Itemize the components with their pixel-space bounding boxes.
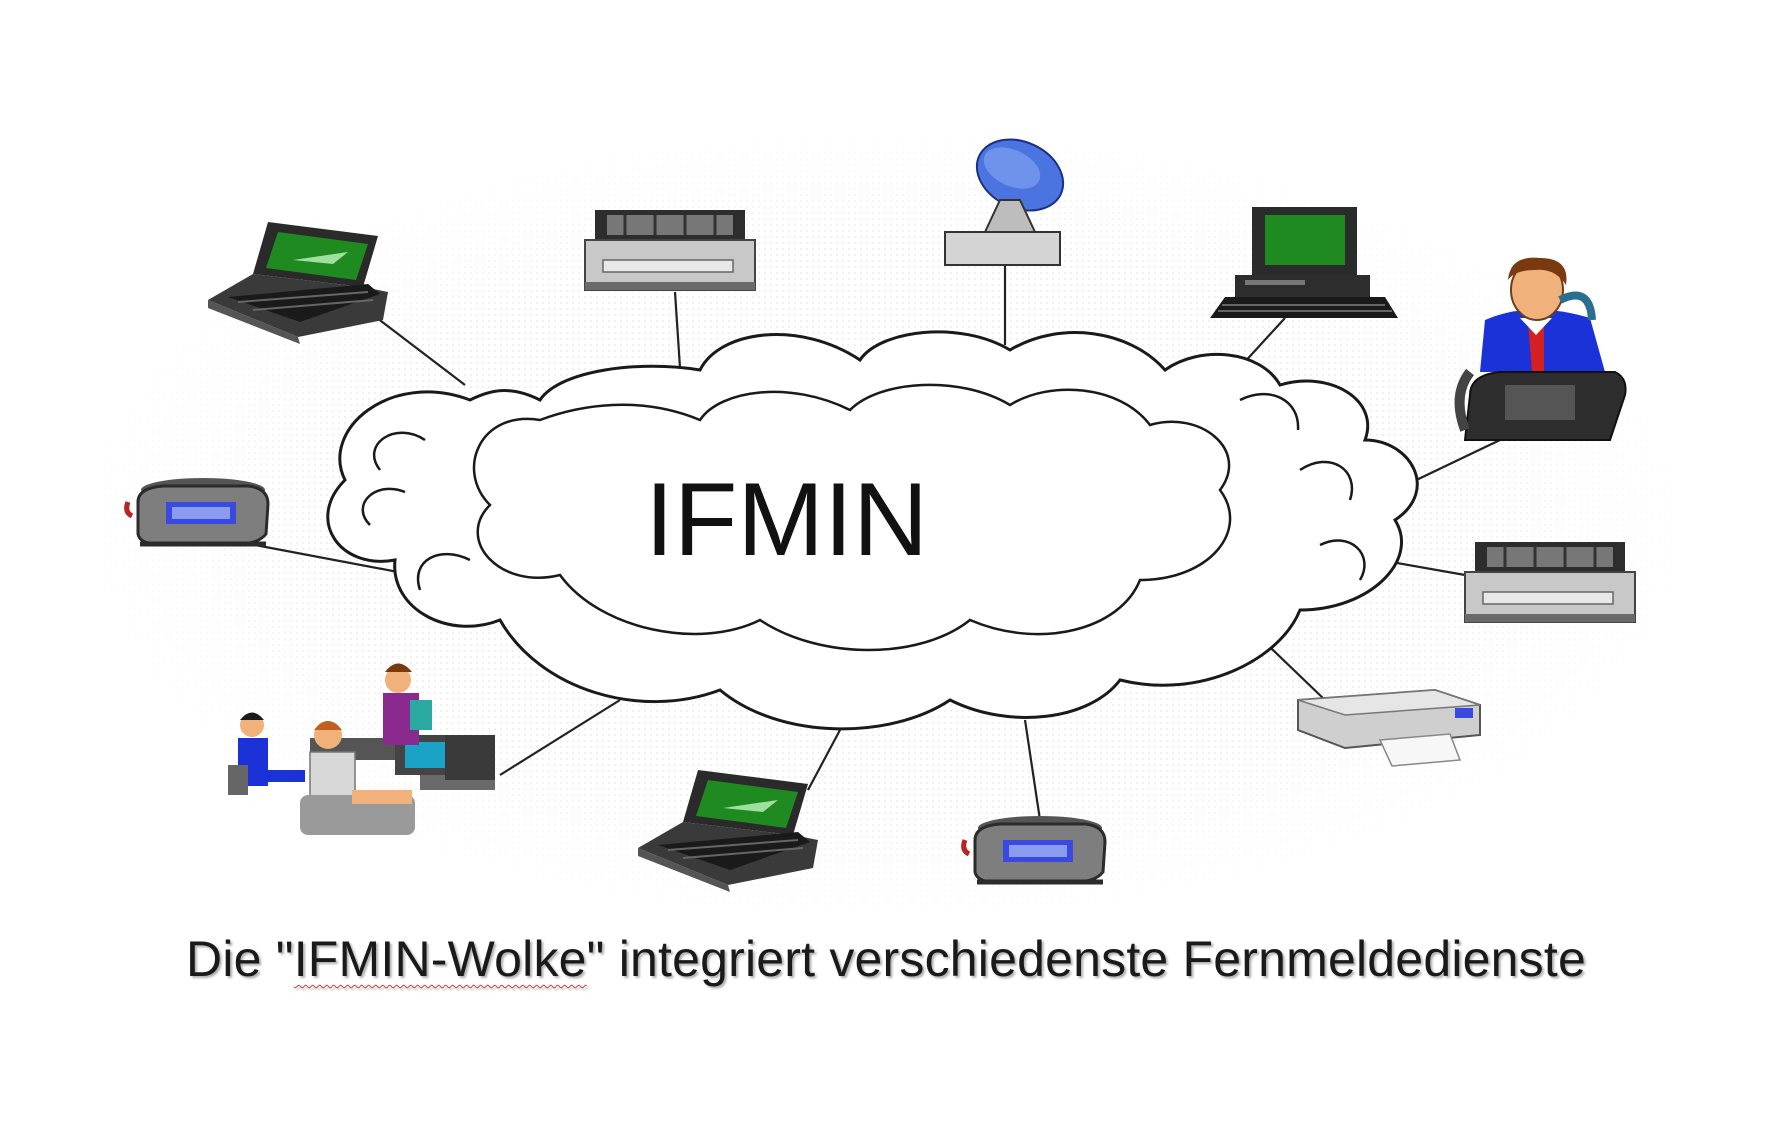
printer-icon [1297,688,1481,767]
cloud-label: IFMIN [645,462,928,578]
caption-highlight: IFMIN-Wolke [293,931,587,987]
office-workers-icon [228,663,495,835]
satellite-dish-icon [944,138,1065,266]
businessman-phone-icon [1454,257,1627,441]
telephone-icon [964,816,1105,882]
caption-after: " integriert verschiedenste Fernmeldedie… [586,931,1586,987]
fax-icon [1463,540,1637,624]
telephone-icon [127,478,268,544]
diagram-caption: Die "IFMIN-Wolke" integriert verschieden… [0,930,1772,988]
ifmin-cloud [326,330,1419,731]
fax-icon [583,208,757,292]
desktop-computer-icon [1210,207,1398,318]
caption-before: Die " [186,931,294,987]
